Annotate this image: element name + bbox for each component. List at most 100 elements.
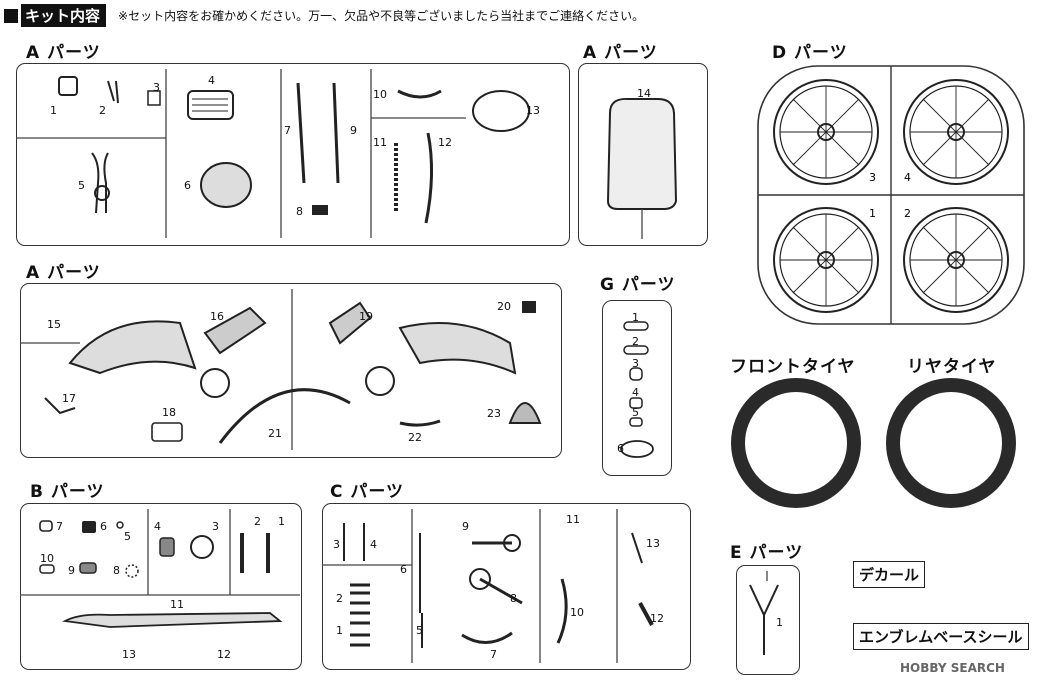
part-number-c-1: 1 bbox=[336, 624, 343, 637]
part-a3-20 bbox=[522, 301, 536, 313]
emblem-base-sticker-label: エンブレムベースシール bbox=[853, 623, 1029, 650]
section-title-c: C パーツ bbox=[330, 482, 405, 502]
part-a3-23 bbox=[508, 402, 542, 424]
decal-label: デカール bbox=[853, 561, 926, 588]
part-number-a3-20: 20 bbox=[497, 300, 511, 313]
page-title: キット内容 bbox=[21, 4, 107, 27]
wheel-2 bbox=[903, 207, 1009, 313]
part-number-a1-10: 10 bbox=[373, 88, 387, 101]
part-number-b-10: 10 bbox=[40, 552, 54, 565]
sprue-b bbox=[20, 503, 302, 670]
part-number-g-2: 2 bbox=[632, 335, 639, 348]
part-number-b-6: 6 bbox=[100, 520, 107, 533]
part-a1-10 bbox=[397, 89, 442, 99]
part-number-g-3: 3 bbox=[632, 357, 639, 370]
part-a1-6 bbox=[200, 162, 252, 208]
part-number-a1-2: 2 bbox=[99, 104, 106, 117]
part-number-a3-22: 22 bbox=[408, 431, 422, 444]
wheel-number-1: 1 bbox=[869, 207, 876, 220]
section-title-d: D パーツ bbox=[772, 43, 848, 63]
part-e-1 bbox=[749, 584, 779, 655]
section-title-g: G パーツ bbox=[600, 275, 676, 295]
sprue-b-parts bbox=[20, 509, 300, 628]
part-number-b-3: 3 bbox=[212, 520, 219, 533]
sprue-e bbox=[736, 565, 800, 675]
part-a3-16 bbox=[68, 320, 197, 375]
part-a1-5 bbox=[91, 152, 109, 214]
sprue-g bbox=[602, 300, 672, 476]
part-number-b-11: 11 bbox=[170, 598, 184, 611]
part-number-c-2: 2 bbox=[336, 592, 343, 605]
sprue-a1-parts bbox=[16, 69, 530, 238]
header-square bbox=[4, 8, 18, 23]
part-a1-13 bbox=[472, 90, 530, 132]
part-a1-12 bbox=[424, 132, 434, 224]
part-number-a3-17: 17 bbox=[62, 392, 76, 405]
part-number-g-4: 4 bbox=[632, 386, 639, 399]
part-number-b-5: 5 bbox=[124, 530, 131, 543]
wheel-number-4: 4 bbox=[904, 171, 911, 184]
sprue-g-parts bbox=[620, 321, 654, 458]
part-number-a3-23: 23 bbox=[487, 407, 501, 420]
part-number-b-4: 4 bbox=[154, 520, 161, 533]
part-number-b-2: 2 bbox=[254, 515, 261, 528]
part-a3-21 bbox=[218, 388, 351, 444]
part-number-a3-15: 15 bbox=[47, 318, 61, 331]
part-number-c-10: 10 bbox=[570, 606, 584, 619]
wheel-4 bbox=[903, 79, 1009, 185]
part-a3-18 bbox=[151, 422, 183, 442]
part-number-a3-18: 18 bbox=[162, 406, 176, 419]
part-a1-4 bbox=[187, 90, 234, 120]
front-tire bbox=[731, 378, 861, 508]
part-number-a1-6: 6 bbox=[184, 179, 191, 192]
part-number-a1-11: 11 bbox=[373, 136, 387, 149]
part-a1-1 bbox=[58, 76, 78, 96]
page-header: キット内容 ※セット内容をお確かめください。万一、欠品や不良等ございましたら当社… bbox=[4, 4, 644, 27]
sprue-a1 bbox=[16, 63, 570, 246]
part-a3-17 bbox=[44, 397, 76, 415]
sprue-a3 bbox=[20, 283, 562, 458]
part-number-c-11: 11 bbox=[566, 513, 580, 526]
rear-tire-label: リヤタイヤ bbox=[907, 357, 997, 377]
part-number-a2-14: 14 bbox=[637, 87, 651, 100]
part-number-b-12: 12 bbox=[217, 648, 231, 661]
part-number-a1-9: 9 bbox=[350, 124, 357, 137]
part-number-c-7: 7 bbox=[490, 648, 497, 661]
part-number-b-9: 9 bbox=[68, 564, 75, 577]
part-number-b-1: 1 bbox=[278, 515, 285, 528]
sprue-c-parts bbox=[322, 509, 654, 663]
section-title-a2: A パーツ bbox=[583, 43, 658, 63]
wheel-number-2: 2 bbox=[904, 207, 911, 220]
part-number-g-6: 6 bbox=[617, 442, 624, 455]
part-number-b-8: 8 bbox=[113, 564, 120, 577]
part-number-a3-21: 21 bbox=[268, 427, 282, 440]
part-number-g-5: 5 bbox=[632, 406, 639, 419]
part-number-c-13: 13 bbox=[646, 537, 660, 550]
part-number-c-3: 3 bbox=[333, 538, 340, 551]
part-number-a1-3: 3 bbox=[153, 81, 160, 94]
section-title-a1: A パーツ bbox=[26, 43, 101, 63]
part-number-g-1: 1 bbox=[632, 311, 639, 324]
part-number-a1-8: 8 bbox=[296, 205, 303, 218]
wheel-1 bbox=[773, 207, 879, 313]
part-a3-19 bbox=[328, 301, 372, 345]
part-b-11 bbox=[62, 612, 283, 628]
part-number-e-1: 1 bbox=[776, 616, 783, 629]
sprue-c bbox=[322, 503, 691, 670]
part-number-a1-13: 13 bbox=[526, 104, 540, 117]
part-number-c-6: 6 bbox=[400, 563, 407, 576]
sprue-d: 3 4 1 2 bbox=[757, 65, 1025, 325]
sprue-a2-parts bbox=[606, 97, 678, 239]
part-number-a1-12: 12 bbox=[438, 136, 452, 149]
part-number-c-5: 5 bbox=[416, 624, 423, 637]
part-number-a3-16: 16 bbox=[210, 310, 224, 323]
wheel-3 bbox=[773, 79, 879, 185]
part-number-a1-5: 5 bbox=[78, 179, 85, 192]
wheel-number-3: 3 bbox=[869, 171, 876, 184]
part-number-c-8: 8 bbox=[510, 592, 517, 605]
part-number-c-9: 9 bbox=[462, 520, 469, 533]
part-a1-2 bbox=[107, 80, 119, 104]
header-note: ※セット内容をお確かめください。万一、欠品や不良等ございましたら当社までご連絡く… bbox=[118, 9, 645, 23]
part-number-a1-7: 7 bbox=[284, 124, 291, 137]
part-a1-3 bbox=[147, 90, 161, 106]
